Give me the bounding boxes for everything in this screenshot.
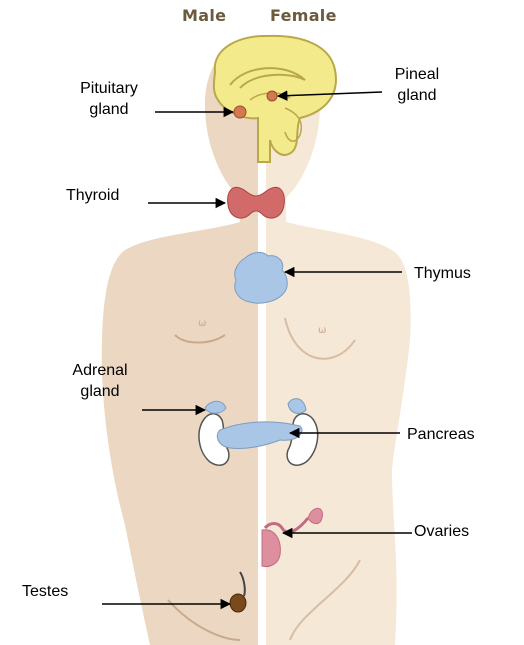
thyroid-label: Thyroid bbox=[66, 185, 119, 206]
svg-text:ω: ω bbox=[198, 318, 206, 329]
thymus-label: Thymus bbox=[414, 263, 471, 284]
male-header: Male bbox=[182, 6, 226, 25]
pituitary-label: Pituitary gland bbox=[66, 78, 152, 120]
testes-label: Testes bbox=[22, 581, 68, 602]
ovaries-label: Ovaries bbox=[414, 521, 469, 542]
pineal-gland bbox=[267, 91, 277, 101]
female-header: Female bbox=[270, 6, 337, 25]
pancreas-label: Pancreas bbox=[407, 424, 475, 445]
adrenal-label: Adrenal gland bbox=[62, 360, 138, 402]
pituitary-gland bbox=[234, 106, 246, 118]
pineal-label: Pineal gland bbox=[382, 64, 452, 106]
thymus-gland bbox=[235, 252, 288, 303]
male-body: ω bbox=[102, 40, 262, 645]
svg-text:ω: ω bbox=[318, 325, 326, 336]
